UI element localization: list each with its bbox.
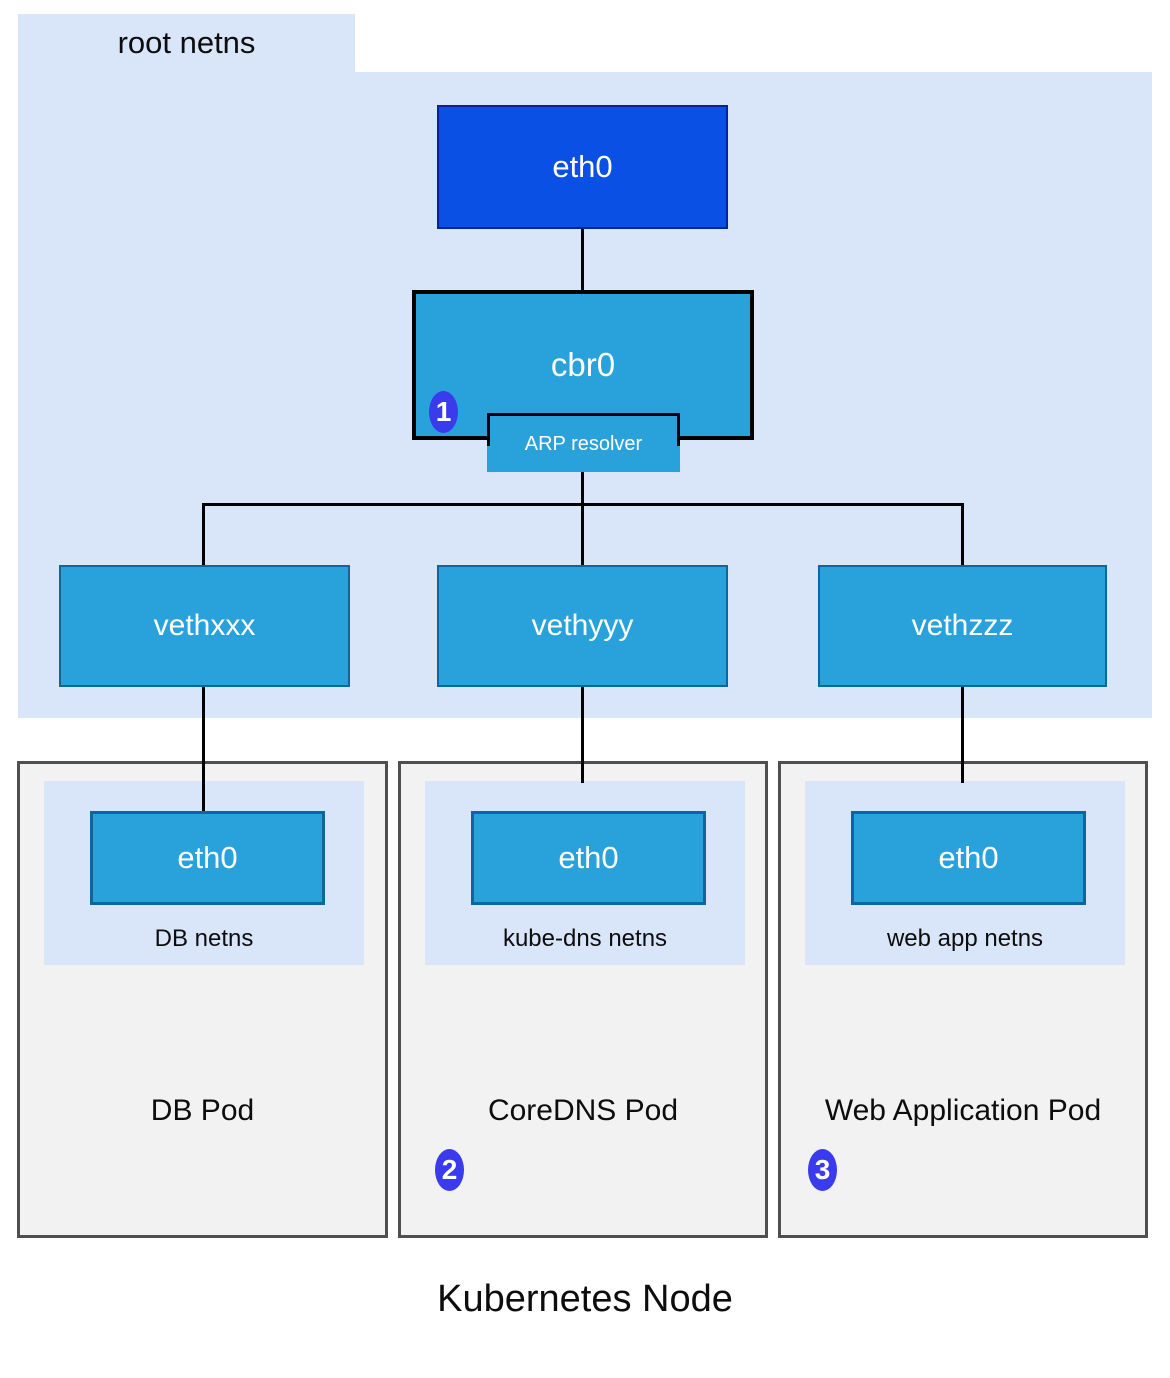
root-eth0-node: eth0 <box>437 105 728 229</box>
db-eth0-label: eth0 <box>177 840 238 875</box>
coredns-eth0-label: eth0 <box>558 840 619 875</box>
pod-db: eth0 DB netns DB Pod <box>17 761 388 1238</box>
connector-bus-vethzzz <box>961 503 964 566</box>
annotation-badge-2: 2 <box>435 1149 464 1191</box>
connector-bus <box>202 503 964 506</box>
vethyyy-label: vethyyy <box>531 609 634 642</box>
root-eth0-label: eth0 <box>552 149 613 184</box>
vethzzz-node: vethzzz <box>818 565 1107 687</box>
kube-dns-netns-region: eth0 kube-dns netns <box>425 781 745 965</box>
web-app-netns-region: eth0 web app netns <box>805 781 1125 965</box>
web-app-netns-label: web app netns <box>886 925 1044 952</box>
db-netns-region: eth0 DB netns <box>44 781 364 965</box>
webapp-pod-name: Web Application Pod <box>824 1094 1102 1127</box>
root-netns-tab: root netns <box>18 14 355 72</box>
db-eth0-node: eth0 <box>90 811 325 905</box>
coredns-pod-name: CoreDNS Pod <box>487 1094 679 1127</box>
pod-webapp: eth0 web app netns Web Application Pod 3 <box>778 761 1148 1238</box>
root-netns-label: root netns <box>117 25 256 60</box>
annotation-badge-3: 3 <box>808 1149 837 1191</box>
vethxxx-node: vethxxx <box>59 565 350 687</box>
connector-vethyyy-coredns-pod <box>581 687 584 783</box>
coredns-eth0-node: eth0 <box>471 811 706 905</box>
vethzzz-label: vethzzz <box>911 609 1014 642</box>
arp-resolver-node: ARP resolver <box>487 413 680 472</box>
kube-dns-netns-label: kube-dns netns <box>502 925 668 952</box>
pod-coredns: eth0 kube-dns netns CoreDNS Pod 2 <box>398 761 768 1238</box>
webapp-eth0-node: eth0 <box>851 811 1086 905</box>
db-netns-label: DB netns <box>154 925 254 952</box>
connector-arp-bus <box>581 471 584 566</box>
vethyyy-node: vethyyy <box>437 565 728 687</box>
connector-vethzzz-webapp-pod <box>961 687 964 783</box>
annotation-badge-1: 1 <box>429 391 458 433</box>
connector-eth0-cbr0 <box>581 228 584 291</box>
webapp-eth0-label: eth0 <box>938 840 999 875</box>
db-pod-name: DB Pod <box>150 1094 255 1127</box>
kubernetes-node-title: Kubernetes Node <box>437 1278 733 1320</box>
cbr0-label: cbr0 <box>550 346 616 383</box>
connector-vethxxx-db-pod <box>202 687 205 811</box>
connector-bus-vethxxx <box>202 503 205 566</box>
arp-resolver-label: ARP resolver <box>524 432 643 455</box>
vethxxx-label: vethxxx <box>153 609 256 642</box>
